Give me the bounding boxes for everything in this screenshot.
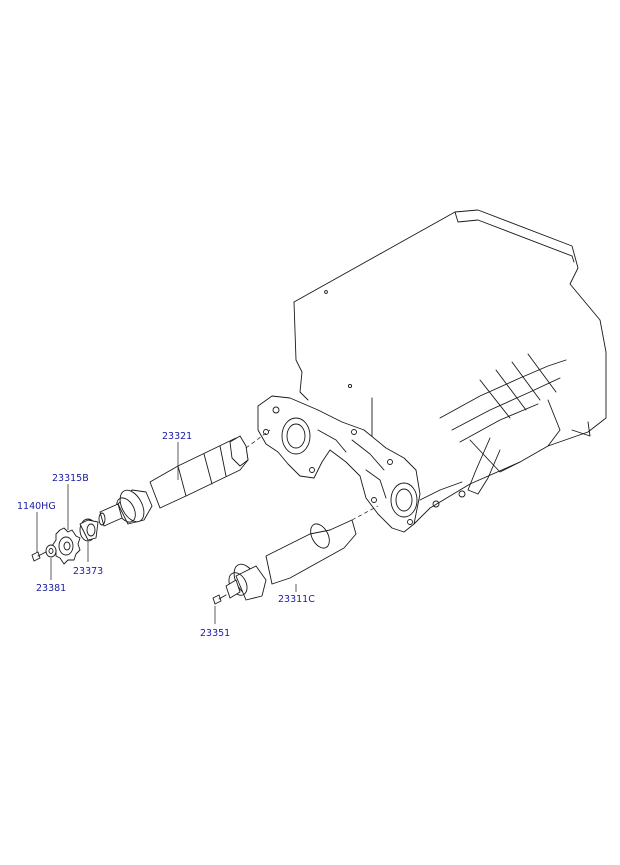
leader-lines bbox=[36, 442, 297, 624]
engine-block-drawing bbox=[293, 209, 607, 525]
callout-1140HG[interactable]: 1140HG bbox=[17, 501, 56, 512]
callout-23315B[interactable]: 23315B bbox=[52, 473, 89, 484]
callout-23311C[interactable]: 23311C bbox=[278, 594, 315, 605]
callout-23373[interactable]: 23373 bbox=[73, 566, 103, 577]
bolt-drawing bbox=[31, 551, 47, 562]
gear-drawing bbox=[51, 527, 81, 565]
washer-drawing bbox=[45, 544, 57, 558]
callout-labels: 23321 23315B 1140HG 23373 23381 23311C 2… bbox=[17, 431, 315, 639]
callout-23381[interactable]: 23381 bbox=[36, 583, 66, 594]
front-cover-housing-drawing bbox=[257, 395, 421, 533]
small-parts-drawing bbox=[31, 518, 227, 605]
callout-23321[interactable]: 23321 bbox=[162, 431, 192, 442]
upper-balance-shaft-drawing bbox=[98, 429, 271, 527]
callout-23351[interactable]: 23351 bbox=[200, 628, 230, 639]
bolt-23351-drawing bbox=[212, 594, 227, 605]
collar-drawing bbox=[79, 518, 99, 542]
lower-balance-shaft-drawing bbox=[225, 505, 379, 601]
